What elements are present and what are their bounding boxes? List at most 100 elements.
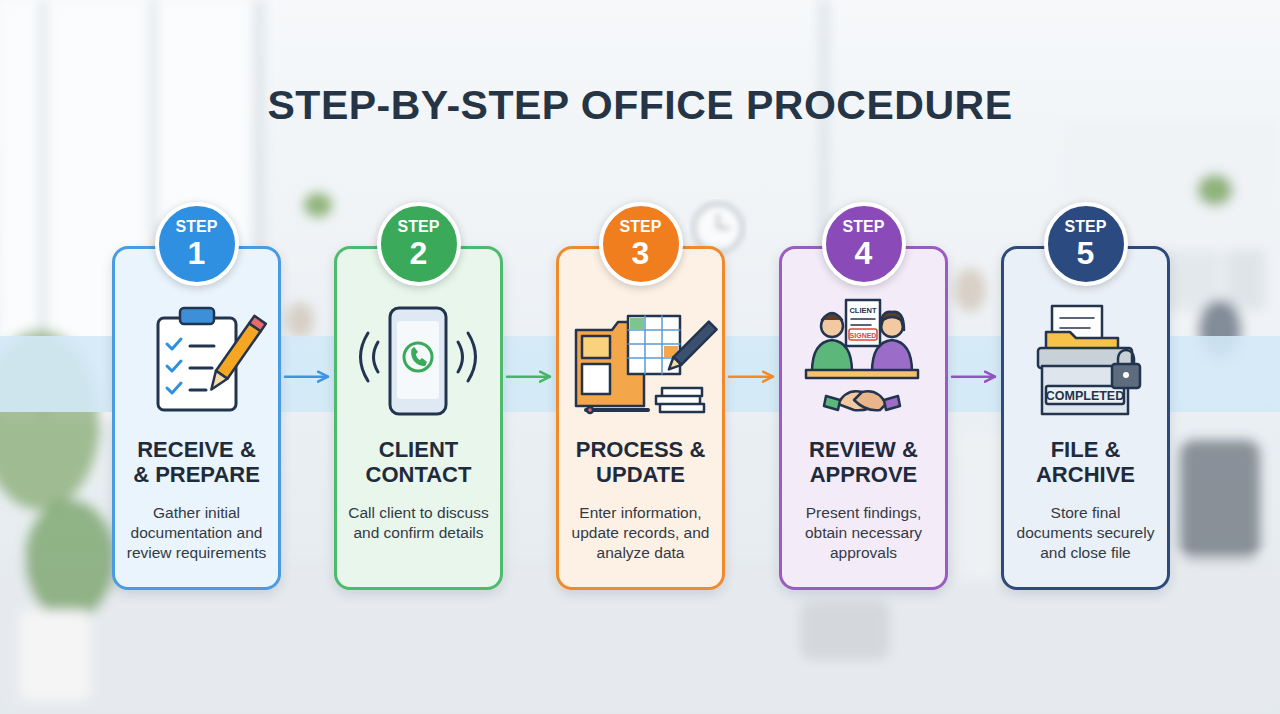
step-badge: STEP2 <box>377 202 461 286</box>
flow-arrow <box>507 375 550 378</box>
step-heading: CLIENT CONTACT <box>349 437 488 487</box>
step-description: Gather initial documentation and review … <box>123 503 270 563</box>
binder-icon-part <box>582 336 610 358</box>
clipboard-icon-part <box>180 308 214 324</box>
archive-icon-part <box>1060 318 1094 338</box>
step-heading: FILE & ARCHIVE <box>1016 437 1155 487</box>
phone-icon-part <box>404 343 432 371</box>
step-number: 3 <box>632 236 650 270</box>
archive-icon-part <box>1123 372 1129 378</box>
blurred-office-part <box>286 302 314 338</box>
step-number: 1 <box>188 236 206 270</box>
meeting-icon-part <box>812 340 852 372</box>
phone-icon-part <box>361 333 369 381</box>
step-heading: REVIEW & APPROVE <box>794 437 933 487</box>
step-badge: STEP4 <box>822 202 906 286</box>
meeting-icon-part <box>880 312 904 330</box>
meeting-icon-part <box>846 300 880 346</box>
blurred-office-part <box>25 500 115 620</box>
clipboard-icon-part-part <box>206 371 228 394</box>
binder-icon-part <box>582 364 610 394</box>
step-word: STEP <box>1065 218 1107 236</box>
phone-icon-part <box>374 342 379 372</box>
meeting-icon-part <box>854 391 886 410</box>
clipboard-icon-part-part <box>249 316 266 331</box>
step-description: Call client to discuss and confirm detai… <box>345 503 492 543</box>
binder-icon-part <box>665 322 717 374</box>
archive-icon-part <box>1052 306 1102 356</box>
binder-icon-part-part <box>665 357 681 373</box>
binder-icon-part <box>664 346 678 357</box>
clipboard-icon-part <box>167 383 181 393</box>
binder-icon-part <box>630 318 644 329</box>
step-card: FILE & ARCHIVE Store final documents secu… <box>1001 246 1170 590</box>
archive-icon-part <box>1046 332 1118 368</box>
meeting-icon-part <box>821 315 843 337</box>
clipboard-icon-part <box>158 318 236 410</box>
icon-label: CLIENT <box>849 306 877 315</box>
step-card: RECEIVE & & PREPARE Gather initial docume… <box>112 246 281 590</box>
step-badge: STEP5 <box>1044 202 1128 286</box>
binder-icon-part <box>656 388 704 412</box>
blurred-office-part <box>1225 250 1265 310</box>
archive-icon: COMPLETED <box>1038 306 1140 414</box>
binder-icon-part <box>587 407 593 413</box>
step-number: 2 <box>410 236 428 270</box>
step-card: PROCESS & UPDATE Enter information, updat… <box>556 246 725 590</box>
binder-icon-part <box>628 316 680 374</box>
blurred-office-part <box>304 193 332 217</box>
binder-icon-part <box>628 316 680 374</box>
blurred-office-part <box>1180 440 1260 560</box>
phone-icon-part <box>458 342 463 372</box>
wall-clock-part <box>718 214 730 228</box>
step-word: STEP <box>398 218 440 236</box>
clipboard-icon-part-part <box>216 323 261 379</box>
phone-icon <box>361 308 476 414</box>
archive-icon-part <box>1038 348 1132 368</box>
blurred-office-part <box>20 610 90 700</box>
meeting-icon: CLIENT SIGNED <box>806 300 918 410</box>
step-card: REVIEW & APPROVE Present findings, obtain… <box>779 246 948 590</box>
flow-arrow <box>729 375 773 378</box>
meeting-icon-part <box>872 340 912 372</box>
step-heading: PROCESS & UPDATE <box>571 437 710 487</box>
binder-icon-part-part <box>673 322 716 365</box>
clipboard-icon-part <box>167 361 181 371</box>
archive-icon-part <box>1042 366 1128 414</box>
clipboard-icon-part <box>167 339 181 349</box>
step-word: STEP <box>176 218 218 236</box>
step-word: STEP <box>620 218 662 236</box>
step-description: Store final documents securely and close… <box>1012 503 1159 563</box>
step-word: STEP <box>843 218 885 236</box>
meeting-icon-part <box>884 396 900 410</box>
step-heading: RECEIVE & & PREPARE <box>127 437 266 487</box>
step-card: CLIENT CONTACT Call client to discuss and… <box>334 246 503 590</box>
phone-icon-part <box>390 308 446 414</box>
meeting-icon-part <box>806 370 918 378</box>
diagram-title: STEP-BY-STEP OFFICE PROCEDURE <box>0 82 1280 129</box>
step-badge: STEP1 <box>155 202 239 286</box>
clipboard-icon-part <box>206 316 266 394</box>
step-number: 5 <box>1077 236 1095 270</box>
meeting-icon-part <box>849 329 877 340</box>
flow-arrow <box>952 375 995 378</box>
meeting-icon-part <box>851 319 875 325</box>
binder-icon-part <box>586 408 648 412</box>
step-number: 4 <box>855 236 873 270</box>
archive-icon-part <box>1046 386 1124 404</box>
step-badge: STEP3 <box>599 202 683 286</box>
step-description: Present findings, obtain necessary appro… <box>790 503 937 563</box>
wall-clock-part <box>694 204 742 252</box>
step-description: Enter information, update records, and a… <box>567 503 714 563</box>
phone-icon-part <box>397 321 439 399</box>
archive-icon-part <box>1112 364 1140 388</box>
phone-icon-part <box>412 348 426 365</box>
binder-icon-part <box>576 322 644 406</box>
wall-clock <box>694 204 742 252</box>
binder-icon <box>576 316 717 413</box>
